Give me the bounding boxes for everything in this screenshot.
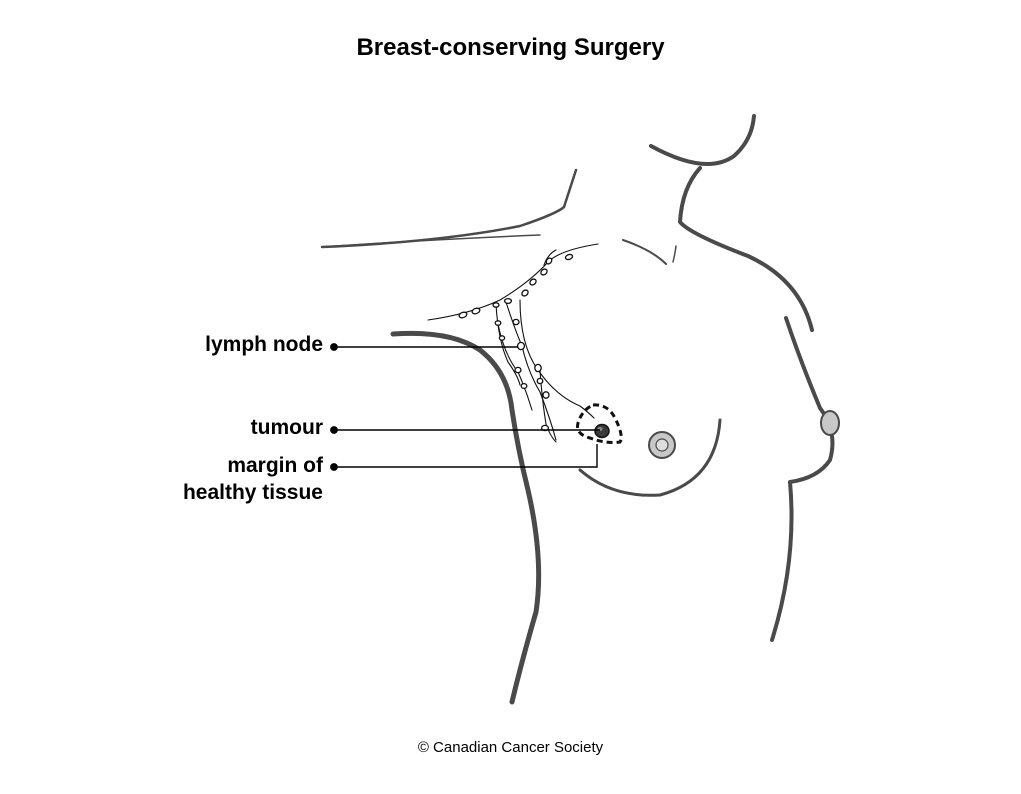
lymph-node-leader-dot <box>330 343 338 351</box>
margin-leader-line <box>334 444 598 468</box>
lymph-vessel-5 <box>539 369 557 443</box>
lymph-node-icon <box>542 391 550 399</box>
armpit-fold <box>622 239 667 265</box>
right-breast-outline <box>770 316 835 642</box>
lymph-vessel-3 <box>519 299 595 419</box>
lymph-node-icon <box>492 302 500 308</box>
lymph-node-icon <box>512 318 520 326</box>
margin-label-line1: margin of <box>227 454 323 477</box>
lymph-node-icon <box>498 335 506 341</box>
margin-leader-dot <box>330 463 338 471</box>
chest-line <box>672 245 677 263</box>
lymph-node-icon <box>520 382 528 390</box>
lymph-node-icon <box>494 320 502 326</box>
left-nipple-icon <box>655 438 669 452</box>
lymph-vessel-2 <box>505 301 557 441</box>
margin-outline <box>576 403 623 444</box>
torso-left-outline <box>390 330 542 705</box>
left-breast-outline <box>578 418 722 497</box>
lymph-node-icon <box>521 289 529 297</box>
arm-lower-outline <box>321 234 541 248</box>
copyright-credit: © Canadian Cancer Society <box>417 739 604 756</box>
lymph-node-icon <box>545 257 553 265</box>
lymph-node-icon <box>471 307 481 315</box>
lymph-node-icon <box>536 377 544 385</box>
lymph-node-icon <box>514 366 522 374</box>
lymph-node-icon <box>503 297 513 305</box>
right-nipple-icon <box>820 410 840 436</box>
tumour-leader-dot <box>330 426 338 434</box>
lymph-node-icon <box>516 341 526 351</box>
lymph-node-label: lymph node <box>205 333 323 356</box>
lymph-node-icon <box>564 253 574 261</box>
neck-outline <box>649 114 756 166</box>
tumour-icon <box>594 423 610 439</box>
margin-label-line2: healthy tissue <box>182 481 323 504</box>
lymph-node-icon <box>534 363 542 373</box>
diagram-title: Breast-conserving Surgery <box>356 34 665 61</box>
tumour-label: tumour <box>250 416 323 439</box>
lymph-node-icon <box>529 278 537 286</box>
lymph-node-icon <box>458 311 468 319</box>
margin-label: margin of healthy tissue <box>183 452 323 506</box>
lymph-vessel-upper-branch <box>543 249 557 266</box>
lymph-node-icon <box>540 268 548 276</box>
shoulder-outline <box>678 166 814 332</box>
